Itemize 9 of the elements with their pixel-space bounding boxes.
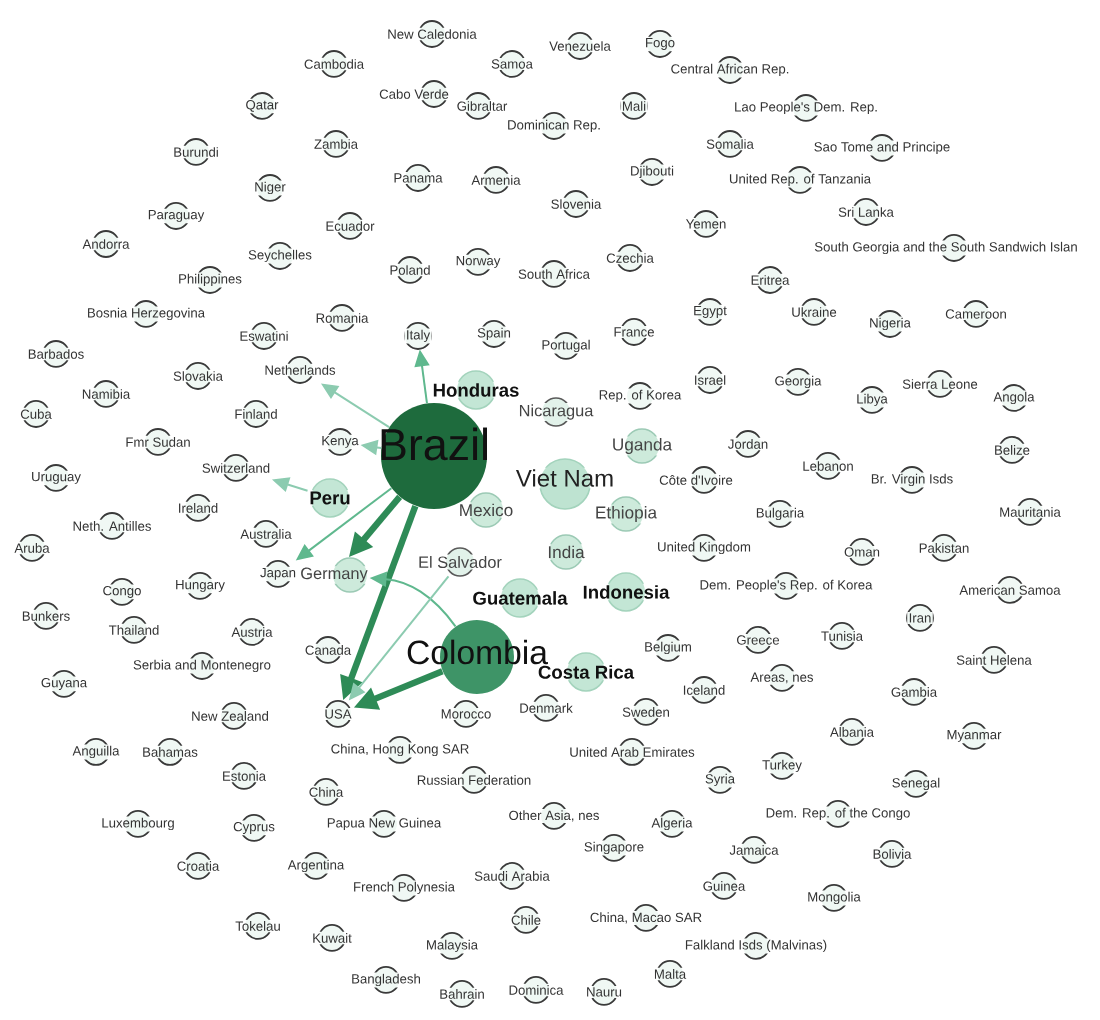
- country-node: Germany: [301, 557, 368, 593]
- country-node: Indonesia: [583, 572, 670, 612]
- country-node: Guatemala: [473, 578, 568, 618]
- country-node: El Salvador: [419, 547, 502, 577]
- country-node: Nicaragua: [519, 397, 594, 427]
- country-node: Uganda: [613, 428, 673, 464]
- country-node: India: [548, 534, 585, 570]
- country-node: Ethiopia: [596, 496, 658, 532]
- country-node: Peru: [310, 478, 350, 518]
